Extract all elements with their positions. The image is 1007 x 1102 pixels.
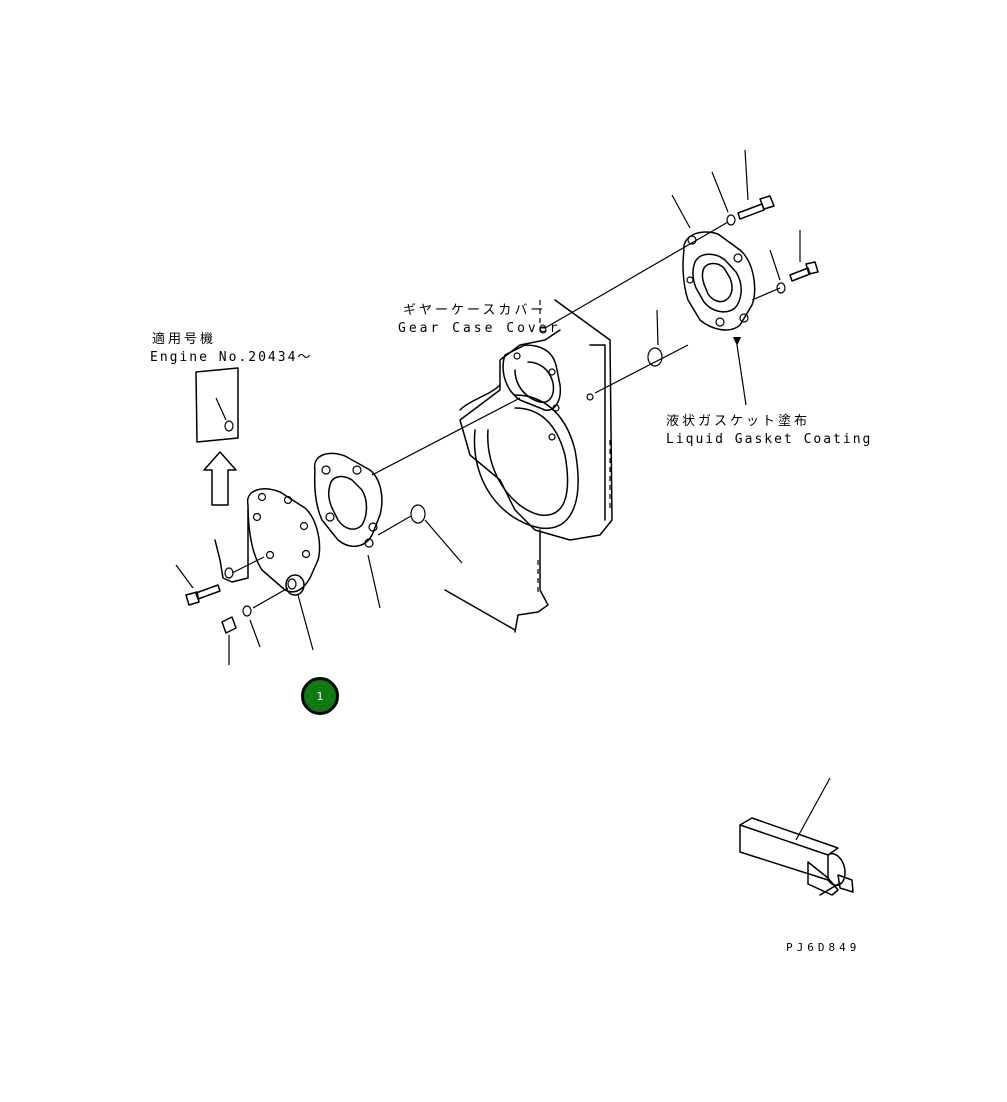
gear-case-cover-label-en: Gear Case Cover xyxy=(398,321,561,336)
liquid-gasket-label-jp: 液状ガスケット塗布 xyxy=(666,414,811,429)
drawing-code: PJ6D849 xyxy=(786,941,861,954)
up-arrow xyxy=(203,451,237,506)
upper-right-bolts xyxy=(544,149,819,394)
liquid-gasket-label-en: Liquid Gasket Coating xyxy=(666,432,873,447)
engine-detail-box xyxy=(195,367,239,443)
gear-case-housing xyxy=(444,299,613,633)
front-gasket xyxy=(313,452,383,609)
gear-case-cover-label-jp: ギヤーケースカバー xyxy=(403,303,547,318)
right-cover-plate xyxy=(682,231,756,331)
left-bolts xyxy=(175,509,289,665)
o-ring-right xyxy=(647,347,663,367)
tool-detail xyxy=(739,777,854,896)
liquid-gasket-arrow xyxy=(733,337,747,406)
callout-1[interactable]: 1 xyxy=(301,677,339,715)
applicable-engine-label-en: Engine No.20434～ xyxy=(150,350,313,365)
front-cover-plate xyxy=(247,488,321,651)
applicable-engine-label-jp: 適用号機 xyxy=(152,332,217,347)
o-ring-middle xyxy=(410,504,426,524)
